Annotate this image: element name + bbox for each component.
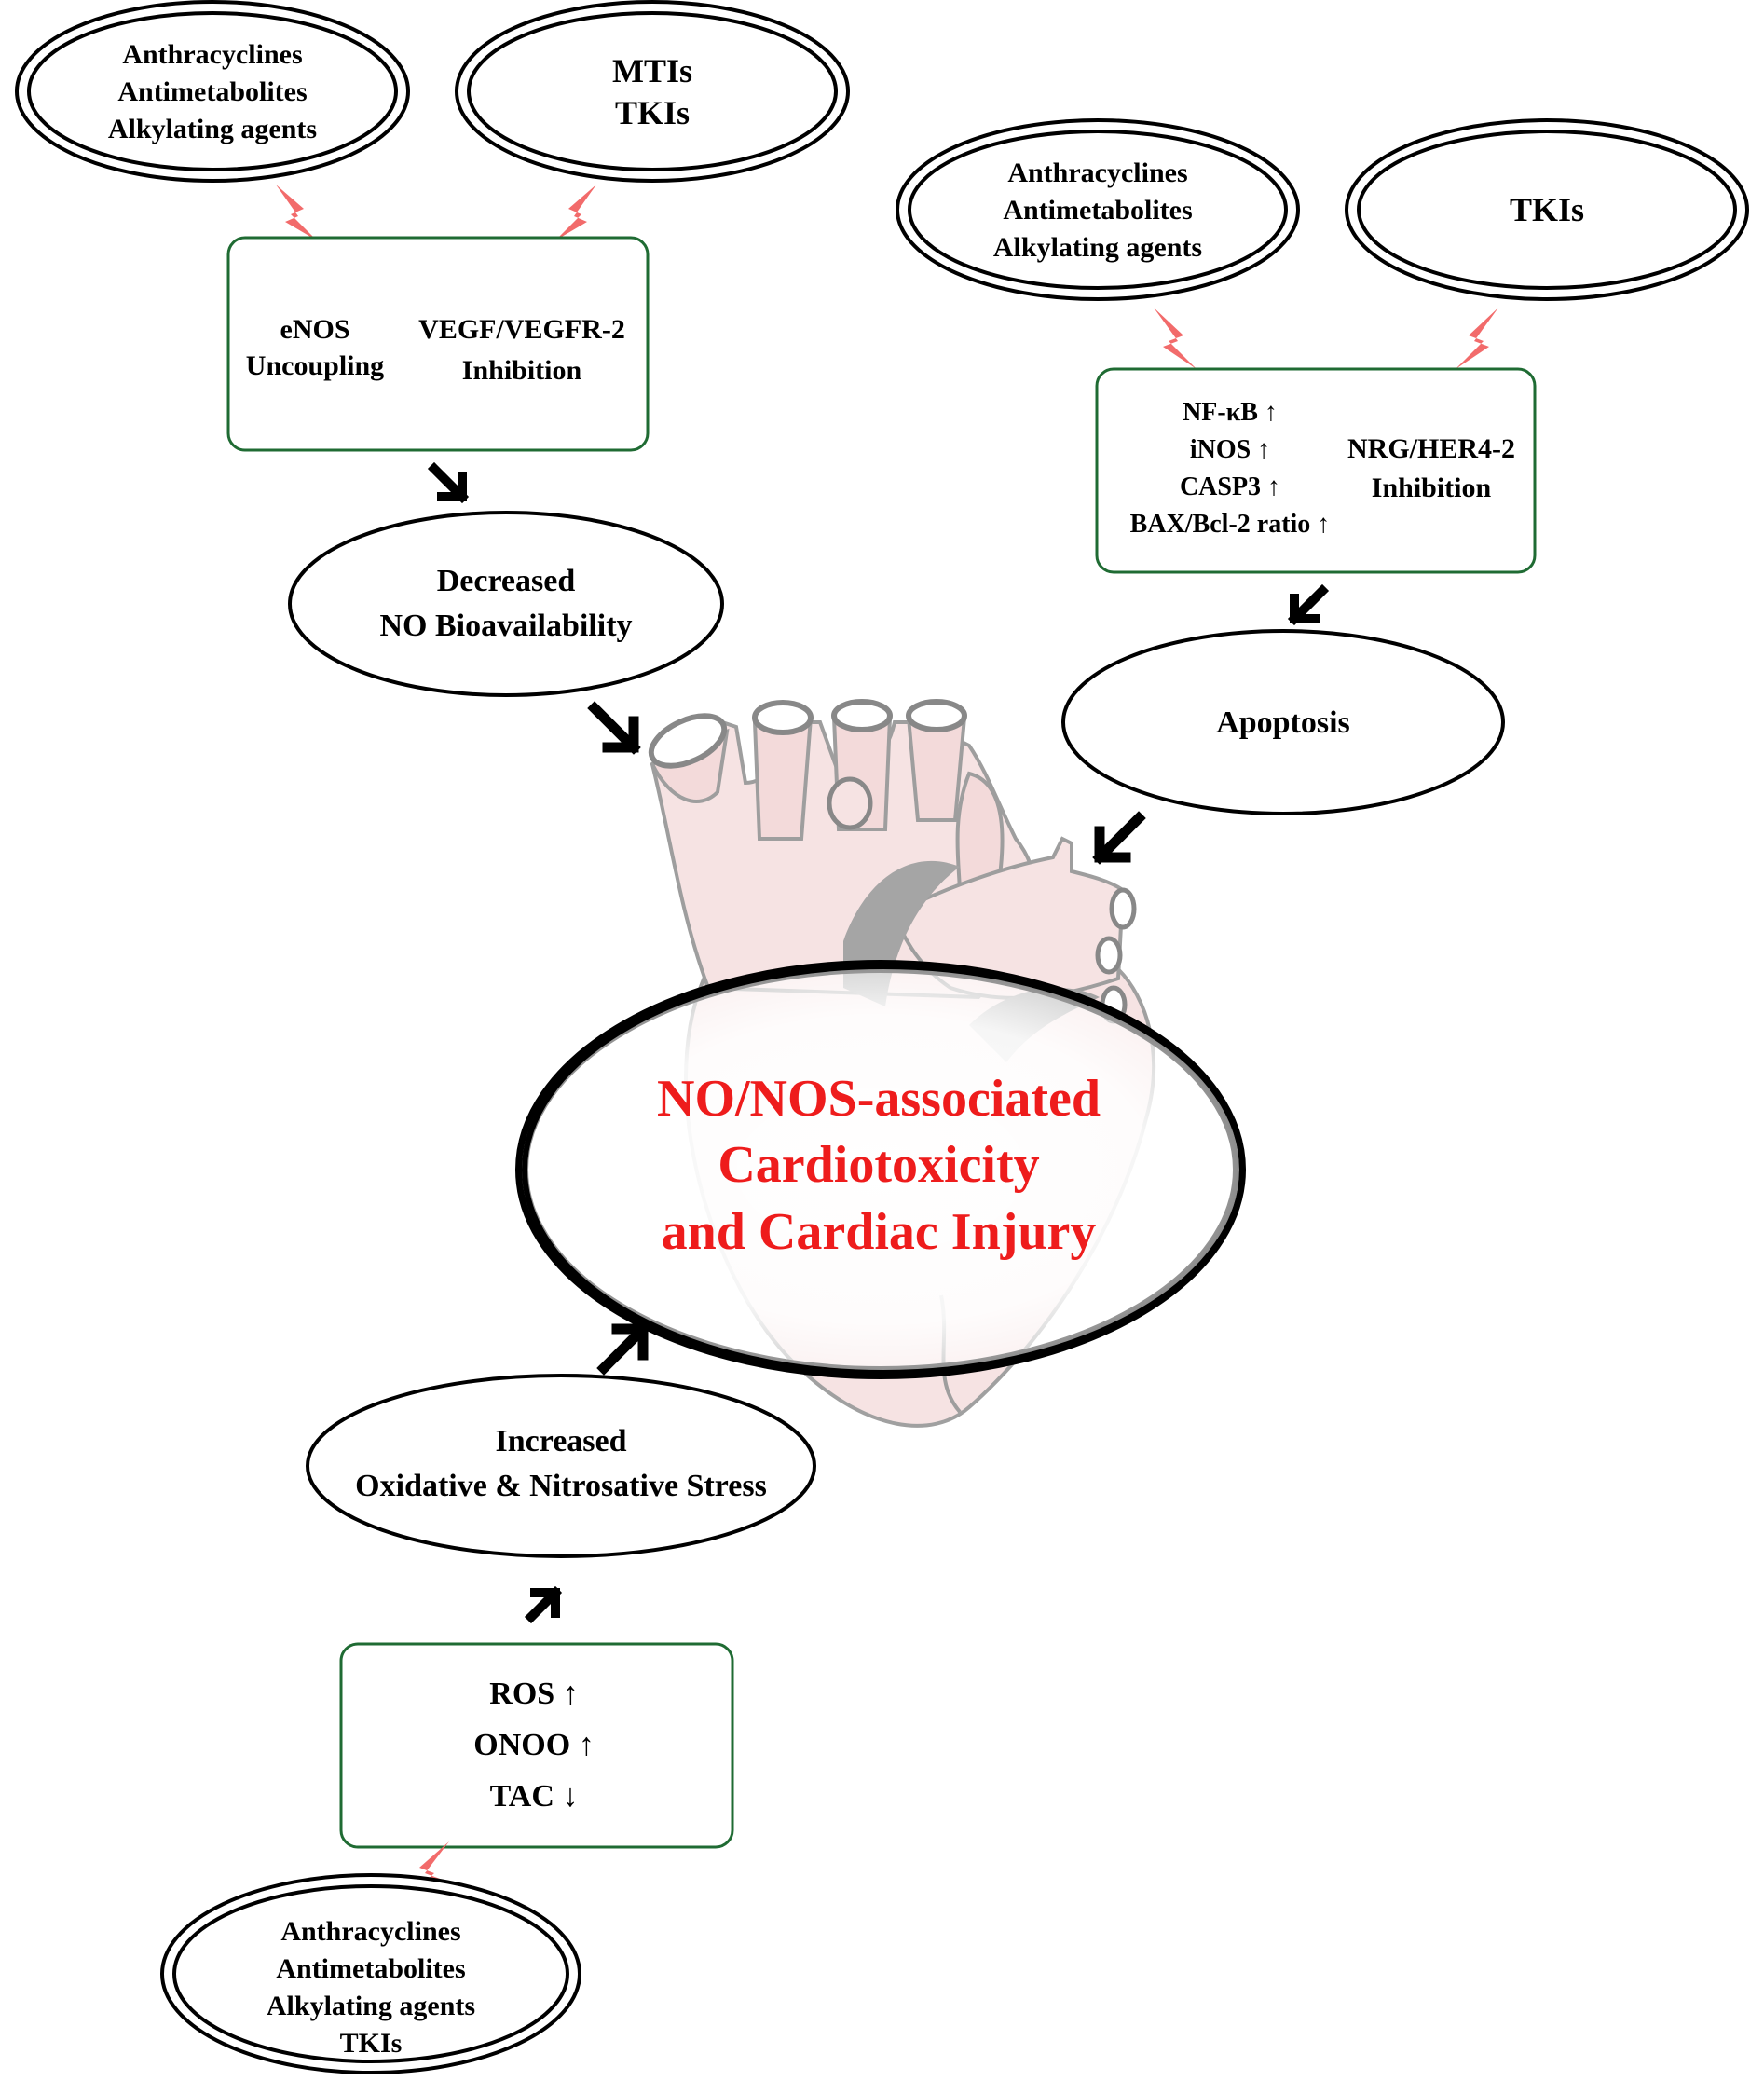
top-left-branch: Anthracyclines Antimetabolites Alkylatin…: [15, 0, 850, 755]
tl-drug-a-line-1: Anthracyclines: [122, 39, 302, 70]
tl-box-left-line-1: eNOS: [280, 314, 350, 345]
tr-box-left-line-4: BAX/Bcl-2 ratio ↑: [1130, 510, 1331, 539]
b-outcome-ellipse: [306, 1374, 816, 1558]
tr-box-right-line-2: Inhibition: [1372, 472, 1492, 503]
center-ellipse: [522, 966, 1239, 1373]
center-title-line-3: and Cardiac Injury: [662, 1203, 1097, 1261]
top-right-branch: Anthracyclines Antimetabolites Alkylatin…: [896, 118, 1749, 865]
b-drug-line-3: Alkylating agents: [267, 1991, 475, 2021]
tr-drug-ellipse-a-inner: [908, 130, 1288, 290]
tl-box-right-line-1: VEGF/VEGFR-2: [418, 314, 625, 345]
b-drug-line-2: Antimetabolites: [276, 1953, 465, 1984]
center-ellipse-border: [522, 964, 1245, 1376]
tr-drug-ellipse-a-outer: [896, 118, 1300, 301]
b-box-line-1: ROS ↑: [489, 1677, 578, 1711]
center-title-line-2: Cardiotoxicity: [718, 1136, 1039, 1194]
tl-drug-ellipse-a-outer: [15, 0, 410, 183]
tr-bolt-a-icon: [1154, 308, 1197, 369]
b-drug-line-4: TKIs: [340, 2028, 403, 2059]
tr-mechanism-box: [1095, 367, 1537, 574]
tl-outcome-line-1: Decreased: [437, 564, 576, 598]
tl-outcome-line-2: NO Bioavailability: [379, 609, 632, 643]
pulmonary-opening-2: [1095, 936, 1123, 975]
b-box-line-2: ONOO ↑: [473, 1728, 594, 1762]
tr-drug-ellipse-b-outer: [1345, 118, 1749, 301]
tr-drug-a-line-2: Antimetabolites: [1003, 195, 1192, 226]
tr-drug-ellipse-b-inner: [1357, 130, 1737, 290]
tl-drug-ellipse-a-inner: [27, 11, 398, 171]
b-outcome-line-2: Oxidative & Nitrosative Stress: [355, 1469, 767, 1503]
vessel-3-opening: [831, 699, 893, 732]
tr-outcome-ellipse: [1061, 629, 1505, 815]
vessel-2: [752, 715, 814, 841]
vessel-4: [906, 716, 967, 822]
b-box-line-3: TAC ↓: [490, 1779, 579, 1814]
tl-outcome-ellipse: [288, 511, 724, 697]
tl-arrow-1-icon: [427, 461, 470, 504]
tr-drug-a-line-1: Anthracyclines: [1007, 157, 1187, 188]
tr-drug-a-line-3: Alkylating agents: [993, 232, 1202, 263]
b-drug-ellipse-inner: [172, 1884, 569, 2063]
tr-bolt-b-icon: [1456, 308, 1498, 369]
tl-mechanism-box: [226, 236, 650, 452]
tr-box-left-line-3: CASP3 ↑: [1180, 472, 1280, 501]
side-vessel: [827, 776, 873, 830]
tl-drug-ellipse-b-inner: [467, 11, 838, 171]
center-node: NO/NOS-associated Cardiotoxicity and Car…: [515, 960, 1246, 1379]
tl-bolt-a-icon: [276, 185, 317, 240]
b-arrow-2-icon: [596, 1321, 650, 1376]
b-mechanism-box: [339, 1642, 734, 1849]
vessel-4-opening: [906, 699, 967, 732]
tr-box-right-line-1: NRG/HER4-2: [1347, 433, 1515, 464]
b-drug-line-1: Anthracyclines: [280, 1916, 460, 1947]
vessel-2-opening: [752, 700, 814, 735]
b-outcome-line-1: Increased: [495, 1424, 626, 1458]
tl-arrow-2-icon: [587, 701, 641, 755]
tr-box-left-line-1: NF-κB ↑: [1183, 398, 1278, 427]
tl-box-right-line-2: Inhibition: [462, 355, 582, 386]
tl-drug-ellipse-b-outer: [455, 0, 850, 183]
tr-arrow-1-icon: [1287, 583, 1330, 626]
tr-arrow-2-icon: [1092, 811, 1146, 865]
b-arrow-1-icon: [524, 1585, 563, 1624]
pulmonary-opening-1: [1109, 887, 1137, 930]
tl-box-left-line-2: Uncoupling: [246, 350, 384, 381]
b-drug-ellipse-outer: [160, 1873, 581, 2074]
center-title-line-1: NO/NOS-associated: [657, 1070, 1101, 1128]
tl-drug-b-line-2: TKIs: [615, 94, 690, 131]
tl-drug-b-line-1: MTIs: [612, 52, 692, 89]
tl-bolt-b-icon: [555, 185, 596, 240]
bottom-branch: Increased Oxidative & Nitrosative Stress…: [160, 1321, 816, 2074]
tl-drug-a-line-3: Alkylating agents: [108, 114, 317, 144]
tl-drug-a-line-2: Antimetabolites: [117, 76, 307, 107]
tr-drug-b-line-1: TKIs: [1510, 191, 1584, 228]
vessel-1-opening: [648, 713, 728, 769]
tr-outcome-line-1: Apoptosis: [1216, 705, 1350, 740]
tr-box-left-line-2: iNOS ↑: [1190, 435, 1270, 464]
